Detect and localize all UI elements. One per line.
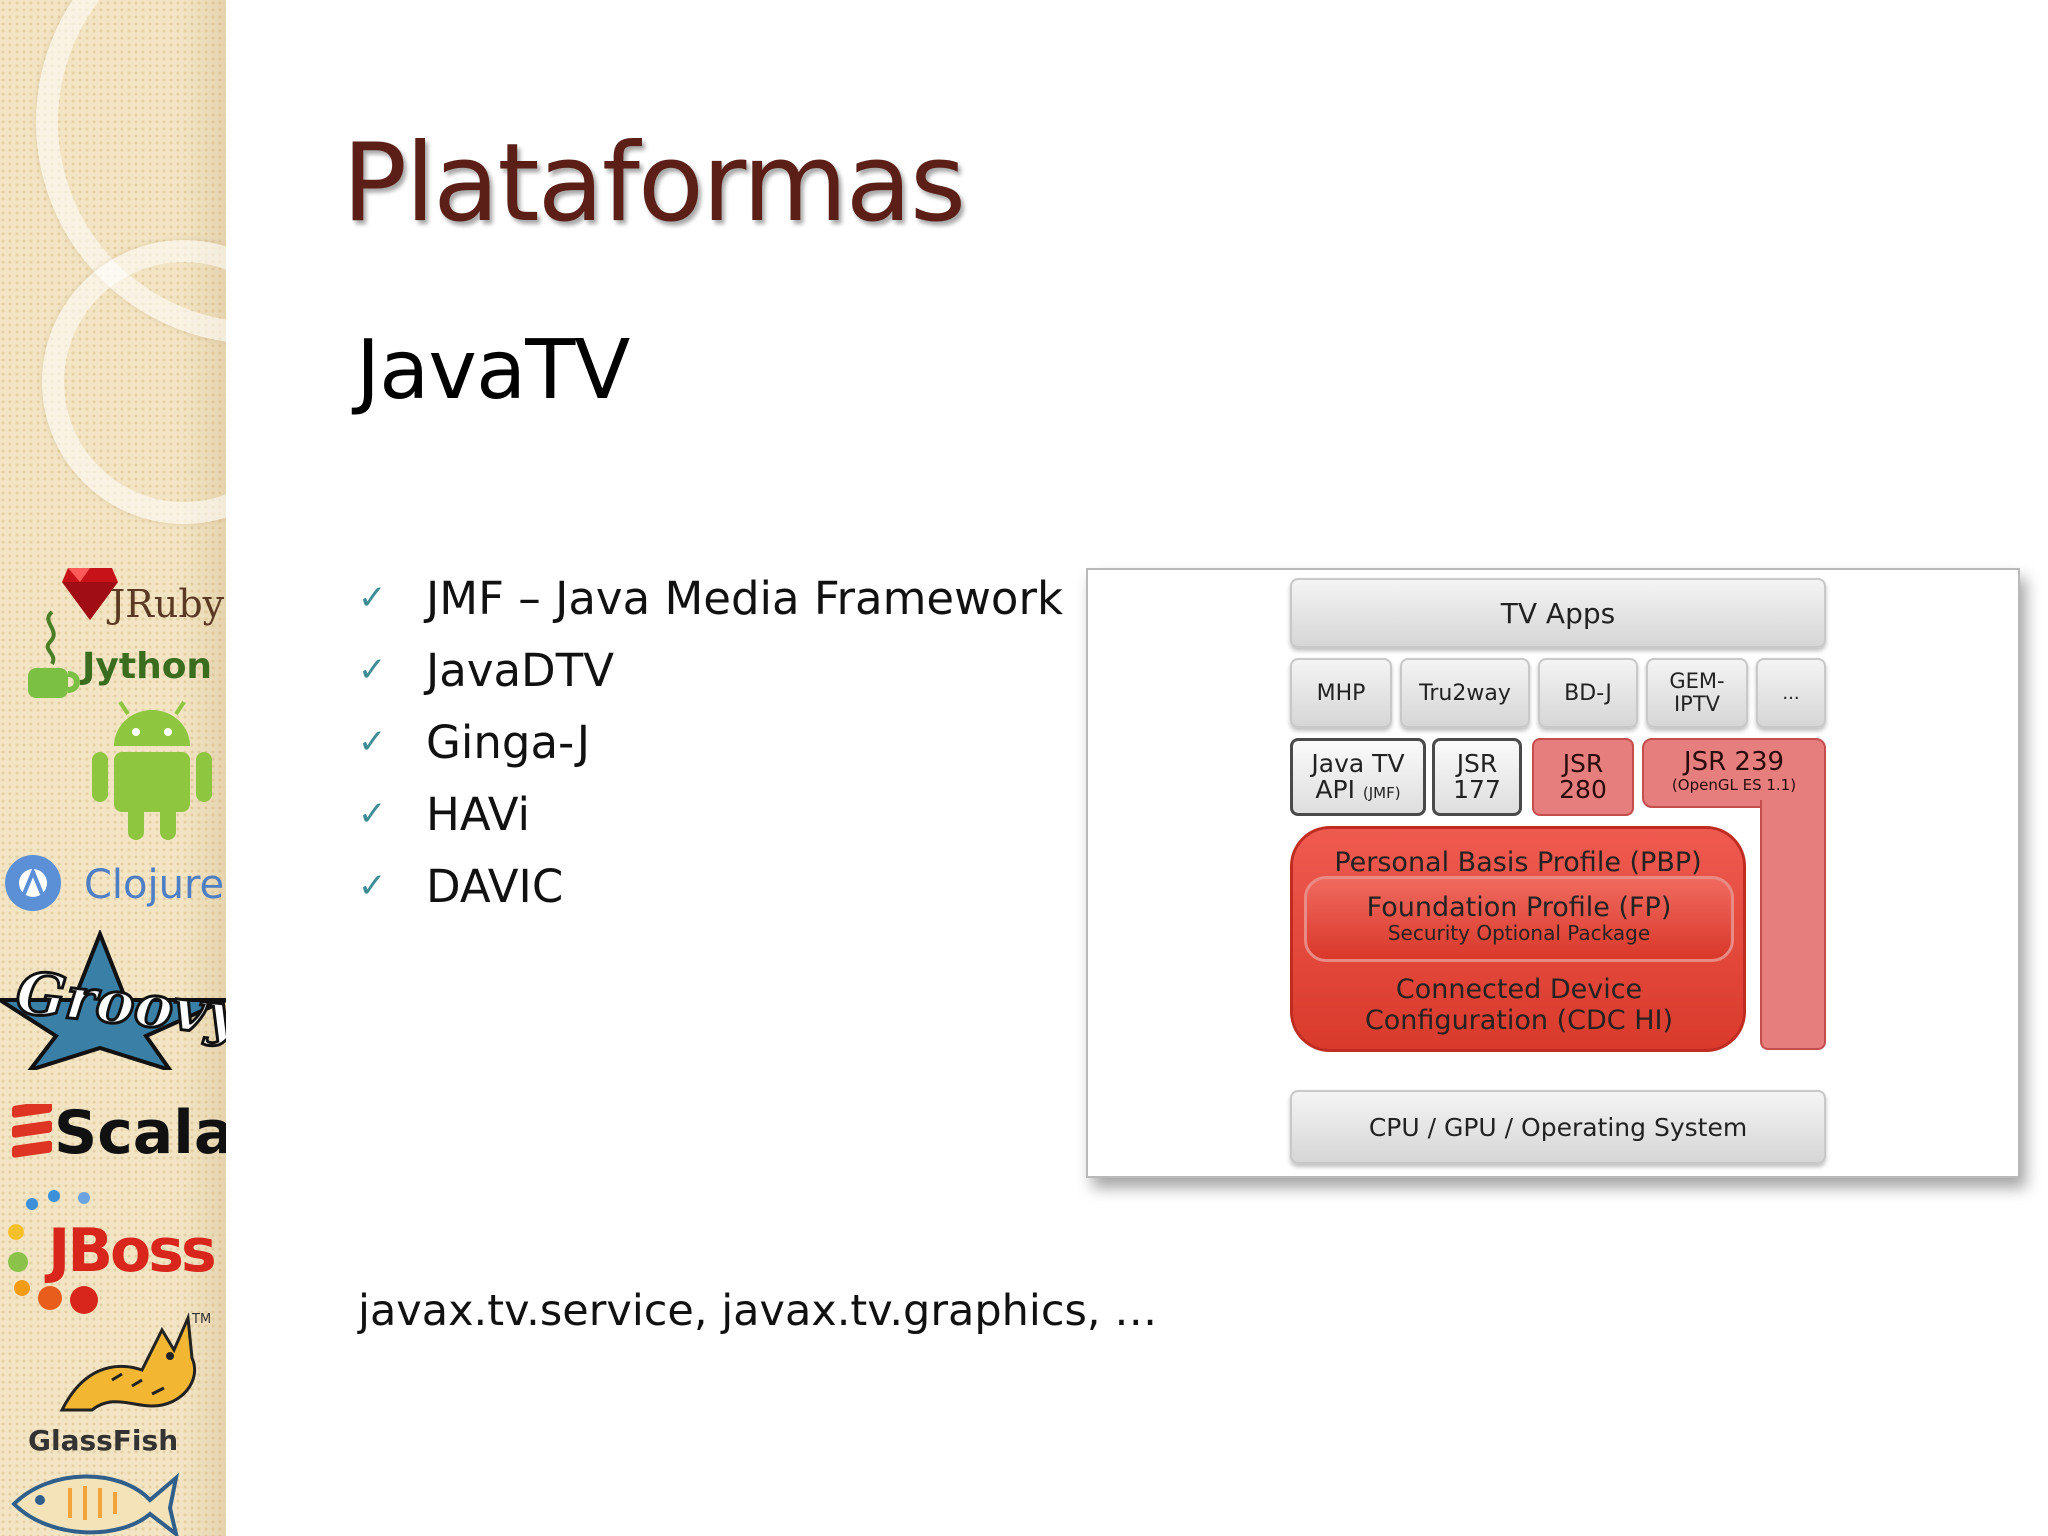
gem-label-line2: IPTV <box>1673 692 1721 716</box>
bullet-item: ✓ DAVIC <box>358 850 1063 922</box>
java-tv-api-box: Java TV API (JMF) <box>1290 738 1426 816</box>
fp-box: Foundation Profile (FP) Security Optiona… <box>1304 876 1734 962</box>
jython-logo-text: Jython <box>82 646 213 687</box>
java-tv-api-line2-wrap: API (JMF) <box>1315 775 1401 804</box>
pbp-label: Personal Basis Profile (PBP) <box>1334 847 1702 878</box>
jsr-177-line1: JSR <box>1456 748 1498 778</box>
mhp-label: MHP <box>1316 680 1366 706</box>
jboss-logo-text: JBoss <box>48 1216 217 1286</box>
jython-logo <box>22 608 80 709</box>
ruby-gem-icon <box>62 568 118 620</box>
scala-logo <box>12 1100 52 1165</box>
scala-stairs-icon <box>12 1100 52 1158</box>
clojure-logo-text: Clojure <box>84 862 225 908</box>
check-icon: ✓ <box>358 866 387 906</box>
trademark-text: TM <box>192 1312 212 1327</box>
os-layer: CPU / GPU / Operating System <box>1290 1090 1826 1164</box>
decorative-ring <box>42 240 226 524</box>
bdj-box: BD-J <box>1538 658 1638 728</box>
jboss-dots-icon <box>8 1190 98 1314</box>
mhp-box: MHP <box>1290 658 1392 728</box>
jsr-177-line2: 177 <box>1453 775 1501 804</box>
slide-title: Plataformas <box>342 121 966 246</box>
check-icon: ✓ <box>358 722 387 762</box>
clojure-logo <box>2 852 64 919</box>
coffee-cup-icon <box>28 610 80 698</box>
bullet-text: JMF – Java Media Framework <box>426 571 1064 625</box>
cdc-line1: Connected Device <box>1395 973 1643 1005</box>
android-logo <box>88 700 216 847</box>
bullet-item: ✓ HAVi <box>358 778 1063 850</box>
bullet-item: ✓ Ginga-J <box>358 706 1063 778</box>
more-label: ... <box>1782 682 1800 704</box>
gem-label-line1: GEM- <box>1669 668 1725 693</box>
cdc-box: Connected Device Configuration (CDC HI) <box>1304 964 1734 1046</box>
slide-subtitle: JavaTV <box>356 323 630 418</box>
decorative-sidebar: JRuby Jython Cloj <box>0 0 226 1536</box>
jruby-logo-text: JRuby <box>110 582 225 626</box>
jsr-239-label: JSR 239 <box>1683 747 1785 777</box>
android-robot-icon <box>92 700 212 840</box>
fp-security-package: Security Optional Package <box>1387 920 1651 945</box>
jsr-239-box: JSR 239 (OpenGL ES 1.1) <box>1642 738 1826 808</box>
java-tv-api-line1: Java TV <box>1311 748 1405 778</box>
check-icon: ✓ <box>358 794 387 834</box>
bullet-text: JavaDTV <box>426 643 614 697</box>
more-box: ... <box>1756 658 1826 728</box>
bullet-item: ✓ JMF – Java Media Framework <box>358 562 1063 634</box>
gem-iptv-box: GEM- IPTV <box>1646 658 1748 728</box>
tv-apps-label: TV Apps <box>1500 596 1616 630</box>
glassfish-logo <box>10 1464 180 1536</box>
jsr-239-opengl: (OpenGL ES 1.1) <box>1671 775 1797 794</box>
javatv-architecture-diagram: TV Apps MHP Tru2way BD-J GEM- IPTV ... J… <box>1086 568 2020 1178</box>
package-list-text: javax.tv.service, javax.tv.graphics, … <box>358 1286 1158 1336</box>
tomcat-cat-icon <box>59 1312 197 1412</box>
jruby-logo <box>60 560 120 629</box>
os-label: CPU / GPU / Operating System <box>1368 1112 1748 1142</box>
glassfish-logo-text: GlassFish <box>28 1424 179 1457</box>
jsr-239-column <box>1760 800 1826 1050</box>
bdj-label: BD-J <box>1564 680 1612 706</box>
tv-apps-layer: TV Apps <box>1290 578 1826 648</box>
check-icon: ✓ <box>358 578 387 618</box>
bullet-item: ✓ JavaDTV <box>358 634 1063 706</box>
bullet-text: DAVIC <box>426 859 564 913</box>
tru2way-label: Tru2way <box>1419 680 1511 706</box>
tomcat-logo <box>52 1310 202 1425</box>
check-icon: ✓ <box>358 650 387 690</box>
glassfish-fish-icon <box>11 1472 180 1536</box>
cdc-line2: Configuration (CDC HI) <box>1364 1005 1674 1036</box>
jsr-280-line2: 280 <box>1559 775 1607 804</box>
java-tv-api-jmf: (JMF) <box>1362 784 1401 802</box>
fp-label: Foundation Profile (FP) <box>1366 892 1672 924</box>
java-tv-api-line2: API <box>1315 775 1355 804</box>
tru2way-box: Tru2way <box>1400 658 1530 728</box>
bullet-list: ✓ JMF – Java Media Framework ✓ JavaDTV ✓… <box>358 562 1063 922</box>
groovy-logo <box>0 928 226 1075</box>
jsr-177-box: JSR 177 <box>1432 738 1522 816</box>
scala-logo-text: Scala <box>54 1098 226 1168</box>
clojure-lambda-icon <box>5 855 61 911</box>
jsr-280-box: JSR 280 <box>1532 738 1634 816</box>
bullet-text: Ginga-J <box>426 715 591 769</box>
jsr-280-line1: JSR <box>1562 748 1604 778</box>
groovy-star-icon <box>0 928 226 1074</box>
bullet-text: HAVi <box>426 787 531 841</box>
jboss-dots <box>2 1188 112 1323</box>
